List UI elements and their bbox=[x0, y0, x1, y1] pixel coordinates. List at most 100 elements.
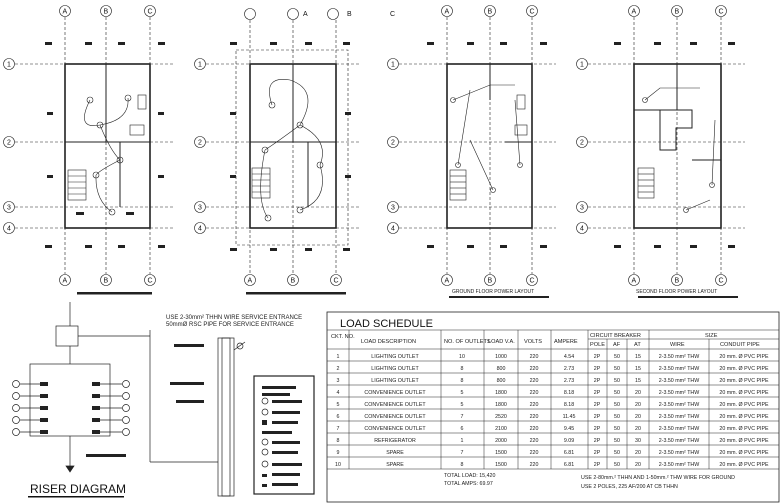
cell-ckt: 9 bbox=[337, 450, 340, 456]
cell-pole: 2P bbox=[594, 378, 601, 384]
cell-ckt: 6 bbox=[337, 414, 340, 420]
cell-outlets: 7 bbox=[461, 450, 464, 456]
grid-col-a: A bbox=[248, 278, 253, 285]
cell-ckt: 4 bbox=[337, 390, 340, 396]
grid-col-c: C bbox=[390, 11, 395, 18]
cell-outlets: 7 bbox=[461, 414, 464, 420]
cell-desc: CONVENIENCE OUTLET bbox=[364, 426, 426, 432]
cell-pole: 2P bbox=[594, 438, 601, 444]
cell-af: 50 bbox=[614, 426, 620, 432]
plan-ground-power: A B C A B C 1 2 3 4 bbox=[194, 8, 395, 295]
cell-af: 50 bbox=[614, 390, 620, 396]
cell-ampere: 2.73 bbox=[564, 378, 574, 384]
col-header-at: AT bbox=[634, 342, 641, 348]
grid-col-a: A bbox=[445, 278, 450, 285]
cell-af: 50 bbox=[614, 450, 620, 456]
plan-second-floor-power-layout: A B C A B C 1 2 3 4 SECOND bbox=[576, 5, 745, 298]
grid-row-3: 3 bbox=[580, 205, 584, 212]
cell-pole: 2P bbox=[594, 462, 601, 468]
cell-at: 15 bbox=[635, 378, 641, 384]
total-amps: TOTAL AMPS: 69.97 bbox=[444, 481, 493, 487]
breaker-rows bbox=[12, 380, 130, 457]
cell-volts: 220 bbox=[530, 450, 539, 456]
cell-ckt: 8 bbox=[337, 438, 340, 444]
cell-ampere: 9.09 bbox=[564, 438, 574, 444]
grid-col-c: C bbox=[530, 278, 535, 285]
cell-volts: 220 bbox=[530, 438, 539, 444]
cell-desc: SPARE bbox=[386, 462, 404, 468]
grid-row-1: 1 bbox=[7, 62, 11, 69]
grid-col-b: B bbox=[104, 278, 109, 285]
cell-desc: LIGHTING OUTLET bbox=[371, 366, 419, 372]
cell-pole: 2P bbox=[594, 366, 601, 372]
cell-conduit: 20 mm. Ø PVC PIPE bbox=[719, 366, 769, 372]
grid-row-2: 2 bbox=[391, 140, 395, 147]
grid-col-b: B bbox=[675, 9, 680, 16]
cell-pole: 2P bbox=[594, 450, 601, 456]
cell-ampere: 2.73 bbox=[564, 366, 574, 372]
grid-row-3: 3 bbox=[7, 205, 11, 212]
cell-pole: 2P bbox=[594, 354, 601, 360]
cell-ampere: 11.45 bbox=[563, 414, 576, 420]
cell-pole: 2P bbox=[594, 390, 601, 396]
grid-col-a: A bbox=[632, 9, 637, 16]
service-entrance-note-2: 50mmØ RSC PIPE FOR SERVICE ENTRANCE bbox=[166, 322, 294, 328]
grid-col-c: C bbox=[719, 9, 724, 16]
load-schedule-header: CKT. NO. LOAD DESCRIPTION NO. OF OUTLETS… bbox=[331, 333, 760, 348]
plan-title-second-floor: SECOND FLOOR POWER LAYOUT bbox=[636, 289, 717, 295]
cell-conduit: 20 mm. Ø PVC PIPE bbox=[719, 402, 769, 408]
cell-volts: 220 bbox=[530, 390, 539, 396]
col-header-load: LOAD V.A. bbox=[488, 339, 515, 345]
cell-volts: 220 bbox=[530, 366, 539, 372]
cell-ampere: 6.81 bbox=[564, 450, 574, 456]
cell-desc: SPARE bbox=[386, 450, 404, 456]
cell-desc: CONVENIENCE OUTLET bbox=[364, 414, 426, 420]
cell-load: 800 bbox=[497, 366, 506, 372]
cell-load: 2100 bbox=[495, 426, 507, 432]
grid-row-1: 1 bbox=[580, 62, 584, 69]
cell-wire: 2-3.50 mm² THW bbox=[659, 450, 700, 456]
cell-outlets: 5 bbox=[461, 390, 464, 396]
total-load: TOTAL LOAD: 15,420 bbox=[444, 473, 495, 479]
cell-load: 1500 bbox=[495, 462, 507, 468]
main-breaker-note: USE 2 POLES, 225 AF/200 AT CB THHN bbox=[581, 484, 678, 490]
col-header-pole: POLE bbox=[590, 342, 605, 348]
cell-af: 50 bbox=[614, 462, 620, 468]
cell-at: 15 bbox=[635, 366, 641, 372]
cell-conduit: 20 mm. Ø PVC PIPE bbox=[719, 414, 769, 420]
cell-at: 20 bbox=[635, 462, 641, 468]
cell-ckt: 1 bbox=[337, 354, 340, 360]
grid-bubbles: A B C A B C 1 2 3 4 bbox=[387, 5, 538, 286]
grid-row-2: 2 bbox=[580, 140, 584, 147]
grid-col-c: C bbox=[334, 278, 339, 285]
grid-row-1: 1 bbox=[198, 62, 202, 69]
cell-load: 800 bbox=[497, 378, 506, 384]
grid-col-a: A bbox=[63, 9, 68, 16]
load-schedule-title: LOAD SCHEDULE bbox=[340, 318, 433, 330]
ground-wire-note: USE 2-80mm.² THHN AND 1-50mm.² THW WIRE … bbox=[581, 475, 735, 481]
cell-load: 2000 bbox=[495, 438, 507, 444]
cell-at: 20 bbox=[635, 402, 641, 408]
cell-load: 1800 bbox=[495, 402, 507, 408]
cell-load: 1800 bbox=[495, 390, 507, 396]
cell-af: 50 bbox=[614, 378, 620, 384]
cell-at: 20 bbox=[635, 426, 641, 432]
grid-col-a: A bbox=[303, 11, 308, 18]
cell-volts: 220 bbox=[530, 462, 539, 468]
grid-row-2: 2 bbox=[7, 140, 11, 147]
cell-volts: 220 bbox=[530, 354, 539, 360]
grid-row-4: 4 bbox=[7, 226, 11, 233]
cell-desc: REFRIGERATOR bbox=[374, 438, 416, 444]
cell-at: 20 bbox=[635, 450, 641, 456]
grid-row-4: 4 bbox=[391, 226, 395, 233]
cell-volts: 220 bbox=[530, 426, 539, 432]
col-header-conduit: CONDUIT PIPE bbox=[720, 342, 760, 348]
col-header-desc: LOAD DESCRIPTION bbox=[361, 339, 416, 345]
grid-col-c: C bbox=[719, 278, 724, 285]
col-header-size: SIZE bbox=[705, 333, 718, 339]
grid-row-1: 1 bbox=[391, 62, 395, 69]
cell-outlets: 1 bbox=[461, 438, 464, 444]
